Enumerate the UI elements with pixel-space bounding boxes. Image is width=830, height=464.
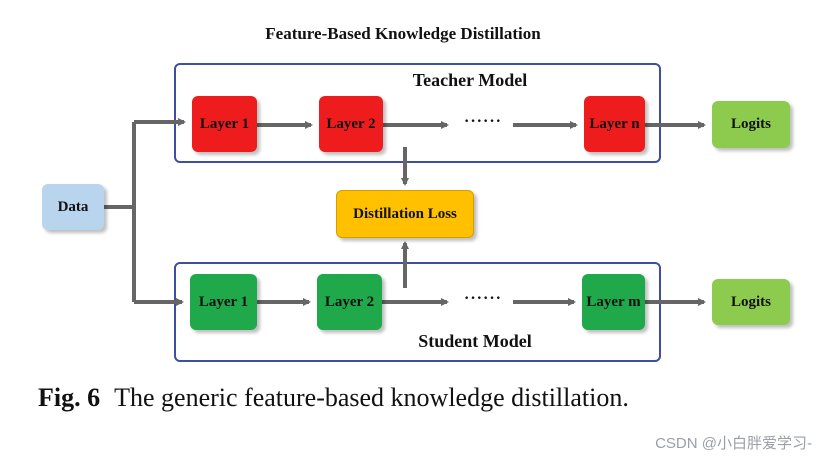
teacher-logits: Logits <box>712 101 790 148</box>
distillation-loss-node: Distillation Loss <box>336 190 474 238</box>
figure-number: Fig. 6 <box>38 383 101 412</box>
teacher-layer-n: Layer n <box>584 96 645 152</box>
diagram-title: Feature-Based Knowledge Distillation <box>265 24 541 43</box>
student-model-panel <box>174 262 661 362</box>
teacher-layer-2: Layer 2 <box>319 96 383 152</box>
student-layer-1: Layer 1 <box>190 274 257 330</box>
figure-caption: Fig. 6 The generic feature-based knowledg… <box>38 383 629 413</box>
student-model-label: Student Model <box>418 331 532 351</box>
teacher-model-label: Teacher Model <box>412 70 528 90</box>
student-ellipsis: ······ <box>463 290 502 307</box>
watermark: CSDN @小白胖爱学习- <box>655 435 812 452</box>
figure-caption-text: The generic feature-based knowledge dist… <box>114 383 629 412</box>
teacher-layer-1: Layer 1 <box>192 96 257 152</box>
student-logits: Logits <box>712 279 790 325</box>
student-layer-m: Layer m <box>582 274 645 330</box>
teacher-model-panel <box>174 63 661 163</box>
data-node: Data <box>42 184 104 230</box>
teacher-ellipsis: ······ <box>463 113 502 130</box>
student-layer-2: Layer 2 <box>317 274 382 330</box>
